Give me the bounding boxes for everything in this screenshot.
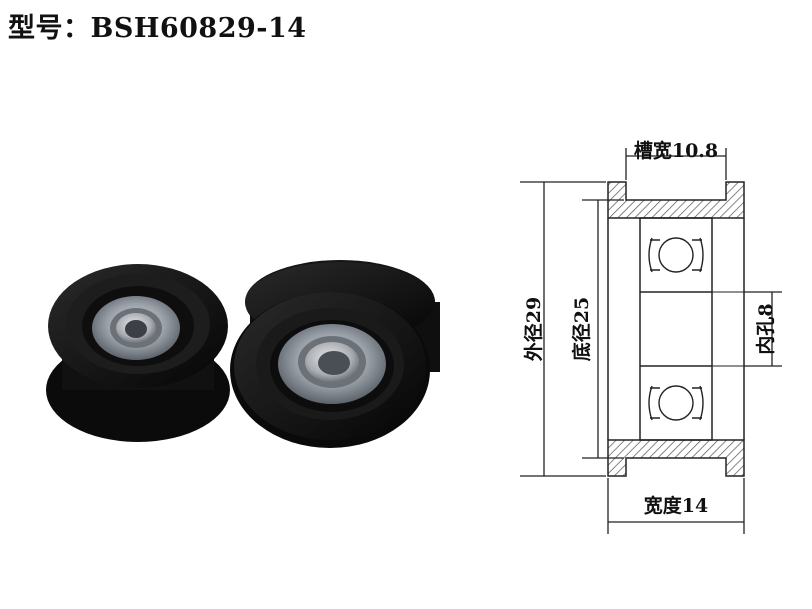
width-dimension — [607, 478, 745, 534]
model-label: 型号： — [8, 13, 91, 44]
groove-width-dimension — [625, 148, 727, 180]
outer-diameter-label: 外径29 — [522, 297, 545, 361]
model-title: 型号：BSH60829-14 — [8, 6, 307, 45]
bearing-ball-top — [648, 237, 704, 273]
product-photo — [46, 260, 440, 448]
width-label: 宽度14 — [644, 494, 708, 517]
pulley-section — [607, 181, 745, 477]
right-pulley — [230, 260, 440, 448]
bottom-diameter-label: 底径25 — [570, 297, 593, 361]
bore-dimension — [744, 291, 782, 367]
bottom-diameter-dimension — [582, 199, 624, 459]
groove-width-label: 槽宽10.8 — [634, 139, 718, 162]
bore-label: 内孔8 — [754, 303, 777, 354]
outer-diameter-dimension — [520, 181, 606, 477]
model-number: BSH60829-14 — [90, 13, 307, 44]
bearing-ball-bottom — [648, 385, 704, 421]
cross-section-drawing: 槽宽10.8 宽度14 外径29 底径25 内孔8 — [520, 139, 782, 534]
left-pulley — [46, 264, 230, 442]
